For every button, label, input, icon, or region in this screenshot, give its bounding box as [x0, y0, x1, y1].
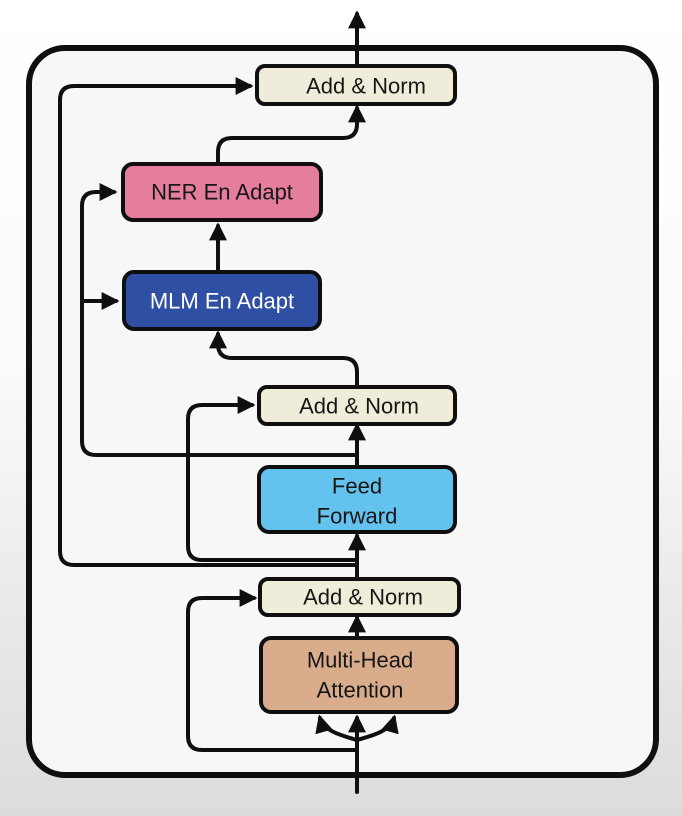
ner-adapter-box	[121, 162, 323, 222]
multi-head-attention-box	[259, 636, 459, 714]
feed-forward-block: Feed Forward	[257, 465, 457, 534]
mlm-adapter-box	[122, 270, 322, 331]
ner-adapter-label: NER En Adapt	[151, 180, 293, 205]
adapter-skip-arrow	[80, 183, 359, 457]
feed-forward-label-line2: Forward	[317, 504, 398, 529]
add-norm-box	[257, 385, 457, 426]
connectors	[58, 10, 399, 794]
add-norm-box	[255, 64, 457, 106]
add-norm-label: Add & Norm	[306, 74, 426, 99]
add-norm-label: Add & Norm	[299, 394, 419, 419]
feed-forward-box	[257, 465, 457, 534]
multi-head-attention-block: Multi-Head Attention	[259, 636, 459, 714]
residual-outer-arrow	[58, 77, 359, 567]
mlm-adapter-label: MLM En Adapt	[150, 289, 294, 314]
add-norm-block-middle: Add & Norm	[257, 385, 457, 426]
add-norm-box	[258, 577, 461, 617]
add-norm-block-bottom: Add & Norm	[258, 577, 461, 617]
input-split-left-arrow	[315, 714, 359, 742]
norm-to-mlm-arrow	[209, 330, 359, 388]
ner-to-norm-arrow	[216, 104, 366, 166]
multi-head-attention-label-line2: Attention	[317, 678, 404, 703]
multi-head-attention-label-line1: Multi-Head	[307, 648, 413, 673]
mlm-adapter-block: MLM En Adapt	[122, 270, 322, 331]
residual-attention-arrow	[186, 589, 359, 752]
feed-forward-label-line1: Feed	[332, 474, 382, 499]
ner-adapter-block: NER En Adapt	[121, 162, 323, 222]
add-norm-label: Add & Norm	[303, 585, 423, 610]
input-split-right-arrow	[355, 714, 399, 742]
residual-feedforward-arrow	[186, 396, 359, 562]
add-norm-block-top: Add & Norm	[255, 64, 457, 106]
